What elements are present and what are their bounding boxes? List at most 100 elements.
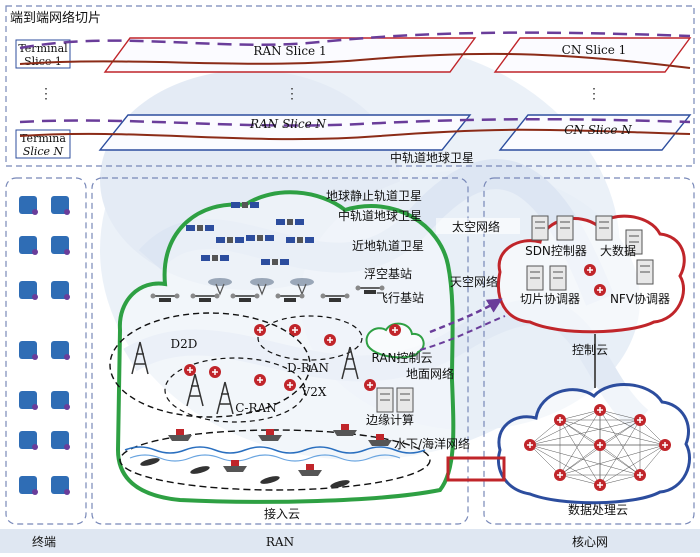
terminal-device-icon [19,281,38,300]
mesh-link [559,444,601,476]
mesh-link [639,444,666,476]
sky-net-label: 天空网络 [450,274,498,289]
diver-icon [260,476,280,484]
router-icon [634,414,646,426]
ground-network [109,312,431,491]
mesh-link [599,409,641,476]
cell-tower-icon [341,346,359,380]
footer-ran: RAN [266,535,294,549]
control-cloud-label: 控制云 [572,343,608,357]
labels: 地球静止轨道卫星 中轨道地球卫星 近地轨道卫星 太空网络 浮空基站 飞行基站 天… [171,189,670,521]
access-cloud-label: 接入云 [264,506,300,521]
terminal-device-icon [51,431,70,450]
router-icon [324,334,336,346]
satellite-icon [231,202,259,208]
slice-coord-label: 切片协调器 [520,291,580,306]
router-icon [594,439,606,451]
ship-icon [258,429,282,441]
router-icon [389,324,401,336]
drone-icon [230,293,260,302]
terminal-device-icon [19,476,38,495]
router-icon [594,284,606,296]
data-cloud-label: 数据处理云 [568,502,628,517]
router-icon [584,264,596,276]
flying-bs-label: 飞行基站 [376,291,424,305]
cn-slice-1-band [493,37,692,73]
terminal-device-icon [19,341,38,360]
server-icon [531,215,549,241]
ship-icon [368,434,392,446]
nfv-label: NFV协调器 [610,291,670,306]
ship-icon [333,424,357,436]
core-section [483,177,695,525]
diver-icon [190,466,210,474]
ocean-wave-2 [129,454,401,462]
footer-bar: 终端 RAN 核心网 [0,529,700,553]
backhaul-link [446,456,506,482]
ocean-ellipse [119,429,431,491]
slice-1-row: Terminal Slice 1 RAN Slice 1 CN Slice 1 [15,31,692,73]
space-net-label: 太空网络 [452,219,500,234]
mesh-link [529,444,641,476]
satellite-icon [246,235,274,241]
terminal-device-icon [19,196,38,215]
router-icon [289,324,301,336]
access-cloud [115,190,456,504]
mesh-link [599,409,666,446]
slicing-panel: 端到端网络切片 Terminal Slice 1 RAN Slice 1 CN … [5,5,695,167]
ran-control-cloud [365,322,425,359]
meo-label: 中轨道地球卫星 [338,208,422,223]
edge-label: 边缘计算 [366,412,414,427]
satellite-icon [276,219,304,225]
slicing-title: 端到端网络切片 [10,10,101,26]
satellite-icon [286,237,314,243]
slice-1-flow-red [19,52,691,69]
terminal-slice-1-line2: Slice 1 [24,55,62,68]
mesh-link [559,419,601,486]
terminal-device-icon [51,341,70,360]
v2x-label: V2X [301,385,327,399]
satellite-icon [261,259,289,265]
satellite-icon [201,255,229,261]
cell-tower-icon [216,381,234,415]
router-icon [634,469,646,481]
mesh-link [599,444,666,486]
mesh-link [529,444,561,476]
ocean-wave-1 [124,446,426,454]
terminal-device-icon [19,431,38,450]
ground-ellipse-cran [164,357,306,423]
ship-icon [168,429,192,441]
mesh-link [559,444,666,476]
slice-1-flow-purple [19,31,691,50]
terminal-devices [19,196,70,495]
mesh-link [529,444,601,486]
router-icon [284,379,296,391]
server-icon [376,387,394,413]
terminal-device-icon [19,391,38,410]
dran-label: D-RAN [287,361,329,375]
slice-ellipsis-cn: ⋮ [587,86,601,102]
router-icon [554,414,566,426]
aerial-platform-icon [250,278,274,296]
cn-slice-n-band [498,114,692,151]
slice-n-flow-red [19,128,691,141]
router-icon [254,374,266,386]
cn-slice-n-label: CN Slice N [564,123,632,137]
drone-icon [190,293,220,302]
router-icon [594,479,606,491]
server-icon [526,265,544,291]
meo-top-label: 中轨道地球卫星 [390,150,474,165]
satellite-icon [186,225,214,231]
ran-slice-1-label: RAN Slice 1 [253,44,326,58]
server-icon [556,215,574,241]
mesh-link [559,409,601,421]
drone-icon [320,293,350,302]
terminal-device-icon [51,476,70,495]
ship-icon [298,464,322,476]
mesh-link [559,409,601,476]
cn-slice-1-label: CN Slice 1 [562,43,627,57]
ran-slice-n-label: RAN Slice N [249,117,327,131]
router-icon [524,439,536,451]
